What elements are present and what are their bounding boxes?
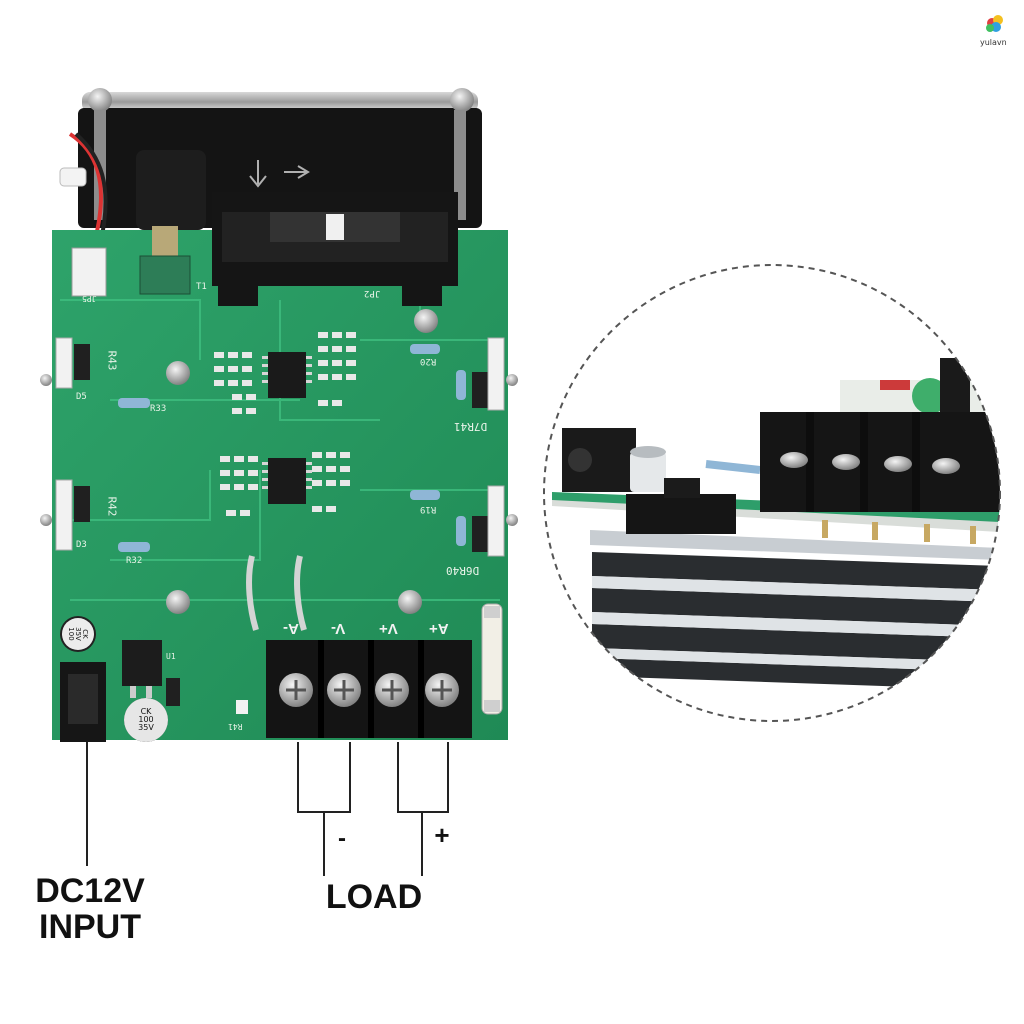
- silk-d6r40: D6R40: [446, 564, 480, 577]
- brand-text: yulavn: [980, 38, 1007, 47]
- resistors: [118, 344, 466, 552]
- capacitor-small: CK 35V 100: [62, 618, 94, 650]
- silk-d5: D5: [76, 392, 87, 402]
- minus-sign-label: -: [338, 825, 346, 852]
- silk-r20: R20: [420, 356, 437, 366]
- capacitor-small-text: CK 35V 100: [67, 627, 90, 641]
- load-label: LOAD: [325, 878, 423, 916]
- terminal-block: [266, 640, 472, 738]
- plus-sign-label: +: [434, 820, 450, 850]
- silk-d7r41: D7R41: [454, 420, 488, 433]
- silk-u1: U1: [166, 652, 176, 661]
- brand-logo: yulavn: [978, 14, 1018, 50]
- terminal-label-v-minus: V-: [331, 620, 346, 637]
- terminal-label-v-plus: V+: [379, 620, 398, 637]
- silk-jp2: JP2: [364, 288, 381, 298]
- fan-connector: [212, 192, 458, 306]
- terminal-label-a-plus: A+: [429, 620, 449, 637]
- silk-d3: D3: [76, 540, 87, 550]
- capacitor-large-text: CK 100 35V: [138, 707, 154, 732]
- silk-r42: R42: [105, 496, 119, 517]
- capacitor-large: CK 100 35V: [124, 698, 168, 742]
- silk-r43: R43: [105, 350, 119, 371]
- silk-t1: T1: [196, 282, 207, 292]
- annotation-lines: [86, 742, 449, 876]
- dc-input-label: DC12V INPUT: [35, 872, 145, 946]
- silk-r19: R19: [420, 504, 437, 514]
- silk-r32: R32: [126, 556, 143, 566]
- silk-jp5: JP5: [82, 294, 97, 303]
- potentiometer: [136, 150, 206, 295]
- terminal-label-a-minus: A-: [283, 620, 299, 637]
- silk-r41: R41: [228, 722, 243, 731]
- brand-flower-icon: [986, 15, 1003, 32]
- zoom-detail-view: [543, 264, 1001, 722]
- silk-r33: R33: [150, 404, 167, 414]
